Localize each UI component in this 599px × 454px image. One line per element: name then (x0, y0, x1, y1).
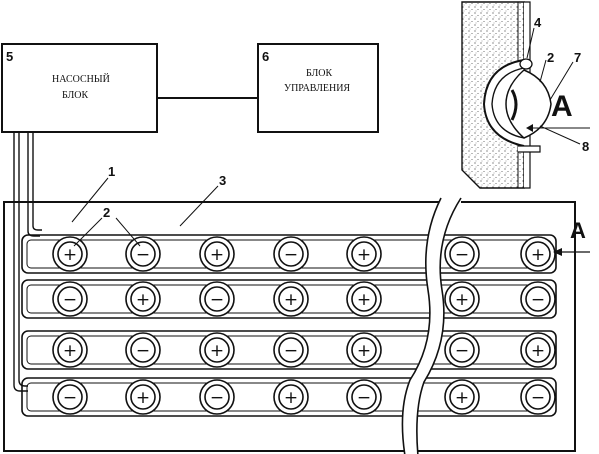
battery-cell: + (444, 281, 480, 317)
battery-cell: + (52, 236, 88, 272)
coolant-tube (21, 330, 557, 370)
plus-terminal-sign: + (210, 245, 224, 265)
plus-terminal-sign: + (455, 388, 469, 408)
minus-terminal-sign: − (531, 388, 545, 408)
minus-terminal-sign: − (531, 290, 545, 310)
battery-cell: + (52, 332, 88, 368)
control-block: 6 БЛОК УПРАВЛЕНИЯ (257, 43, 379, 133)
cell-row: − + − + + + − (21, 279, 557, 319)
plus-terminal-sign: + (357, 290, 371, 310)
plus-terminal-sign: + (455, 290, 469, 310)
battery-cell: − (346, 379, 382, 415)
callout-leaders (71, 177, 219, 247)
pump-block-line2: БЛОК (62, 90, 88, 101)
battery-cell: − (520, 281, 556, 317)
view-marker-a: А (570, 218, 586, 243)
minus-terminal-sign: − (210, 290, 224, 310)
plus-terminal-sign: + (210, 341, 224, 361)
minus-terminal-sign: − (455, 341, 469, 361)
battery-cell: + (520, 236, 556, 272)
battery-cell: − (273, 332, 309, 368)
battery-cell: − (125, 236, 161, 272)
battery-cell: − (444, 332, 480, 368)
minus-terminal-sign: − (284, 341, 298, 361)
battery-cell: + (346, 281, 382, 317)
battery-cell: + (346, 236, 382, 272)
battery-cell: − (52, 379, 88, 415)
cell-row: + − + − + − + (21, 234, 557, 274)
pump-block: 5 НАСОСНЫЙ БЛОК (1, 43, 158, 133)
battery-cell: − (52, 281, 88, 317)
control-block-line1: БЛОК (306, 68, 332, 79)
coolant-tube (21, 377, 557, 417)
minus-terminal-sign: − (357, 388, 371, 408)
detail-view (461, 1, 590, 189)
battery-cell-rows: + − + − + − + − + − + + + − + − + − + − + − + − + − + − (21, 234, 557, 417)
minus-terminal-sign: − (136, 341, 150, 361)
minus-terminal-sign: − (136, 245, 150, 265)
callout-8: 8 (582, 139, 589, 154)
cell-row: − + − + − + − (21, 377, 557, 417)
battery-cell: − (125, 332, 161, 368)
minus-terminal-sign: − (63, 388, 77, 408)
battery-cell: + (520, 332, 556, 368)
cell-row: + − + − + − + (21, 330, 557, 370)
callout-1: 1 (108, 164, 115, 179)
battery-cell: + (273, 281, 309, 317)
plus-terminal-sign: + (357, 341, 371, 361)
plus-terminal-sign: + (531, 245, 545, 265)
detail-marker-a: А (551, 90, 573, 123)
battery-cell: − (199, 281, 235, 317)
minus-terminal-sign: − (63, 290, 77, 310)
plus-terminal-sign: + (136, 290, 150, 310)
minus-terminal-sign: − (210, 388, 224, 408)
callout-2: 2 (103, 205, 110, 220)
battery-cell: + (346, 332, 382, 368)
view-arrow (553, 248, 590, 256)
plus-terminal-sign: + (63, 245, 77, 265)
minus-terminal-sign: − (284, 245, 298, 265)
pump-block-line1: НАСОСНЫЙ (52, 73, 110, 85)
battery-outline (3, 201, 576, 452)
battery-cell: + (199, 236, 235, 272)
minus-terminal-sign: − (455, 245, 469, 265)
plus-terminal-sign: + (357, 245, 371, 265)
callout-7: 7 (574, 50, 581, 65)
battery-cell: − (444, 236, 480, 272)
battery-cell: + (273, 379, 309, 415)
break-mark (401, 197, 462, 454)
callout-4: 4 (534, 15, 542, 30)
supply-pipes (13, 132, 42, 392)
plus-terminal-sign: + (284, 388, 298, 408)
pump-block-number: 5 (6, 49, 13, 64)
plus-terminal-sign: + (531, 341, 545, 361)
plus-terminal-sign: + (136, 388, 150, 408)
battery-cell: + (199, 332, 235, 368)
battery-cell: + (125, 281, 161, 317)
battery-cell: + (444, 379, 480, 415)
control-block-number: 6 (262, 49, 269, 64)
plus-terminal-sign: + (284, 290, 298, 310)
plus-terminal-sign: + (63, 341, 77, 361)
callout-2-detail: 2 (547, 50, 554, 65)
callout-3: 3 (219, 173, 226, 188)
battery-cell: − (199, 379, 235, 415)
battery-cell: − (520, 379, 556, 415)
battery-cell: − (273, 236, 309, 272)
coolant-tube (21, 234, 557, 274)
battery-cell: + (125, 379, 161, 415)
control-block-line2: УПРАВЛЕНИЯ (284, 83, 350, 94)
coolant-tube (21, 279, 557, 319)
